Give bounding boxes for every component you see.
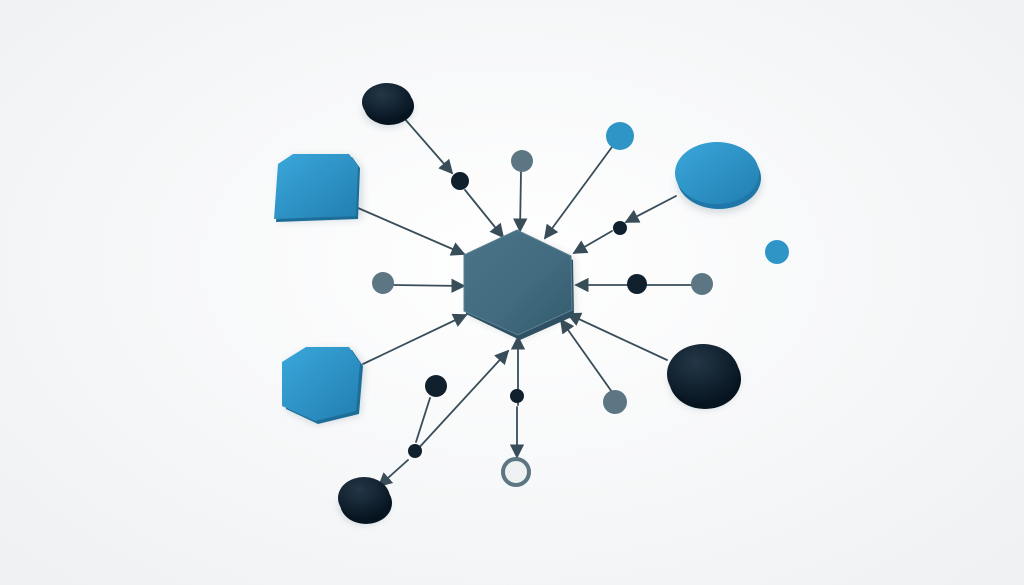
- small-slate-node: [691, 273, 713, 295]
- small-dark-node: [510, 389, 524, 403]
- small-dark-node: [425, 375, 447, 397]
- small-blue-node: [606, 122, 634, 150]
- small-dark-node: [451, 172, 469, 190]
- blue-pentagon-node-top-left: [274, 154, 360, 222]
- connector-line: [566, 312, 668, 361]
- connector-line: [513, 171, 528, 233]
- connector-line: [392, 278, 466, 294]
- connector-lines: [357, 117, 692, 488]
- small-node-group: [372, 122, 789, 487]
- dark-circle-node-bottom-left: [338, 477, 392, 524]
- connector-line: [415, 397, 431, 443]
- small-slate-node: [372, 272, 394, 294]
- center-hexagon-node: [463, 229, 574, 340]
- ring-node: [501, 457, 531, 487]
- connector-line: [559, 318, 613, 393]
- blue-hexagon-node-bottom-left: [282, 347, 363, 424]
- connector-line: [403, 117, 454, 175]
- connector-line: [357, 207, 466, 256]
- dark-circle-node-right: [667, 344, 741, 409]
- connector-line: [377, 459, 409, 488]
- connector-line: [543, 146, 613, 240]
- connector-line: [624, 195, 677, 223]
- small-slate-node: [511, 150, 533, 172]
- small-slate-node: [603, 390, 627, 414]
- connector-line: [464, 189, 505, 239]
- connector-line: [572, 230, 613, 254]
- small-dark-node: [613, 221, 627, 235]
- blue-disc-node-top-right: [675, 142, 761, 209]
- connector-line: [362, 313, 468, 365]
- small-dark-node: [408, 444, 422, 458]
- dark-circle-node-top-left: [362, 83, 414, 125]
- small-blue-node: [765, 240, 789, 264]
- connector-line: [415, 349, 510, 452]
- small-dark-node: [627, 274, 647, 294]
